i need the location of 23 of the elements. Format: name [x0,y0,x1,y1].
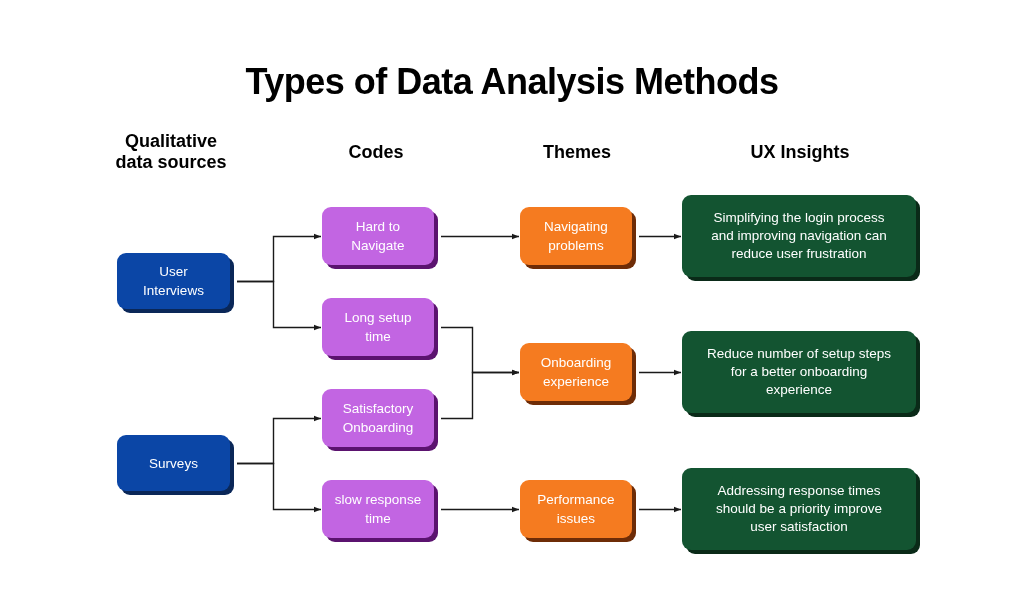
connector-arrow [440,233,520,240]
column-heading: Qualitative data sources [114,131,228,173]
column-heading: Themes [542,142,612,163]
code-label: Long setup time [343,309,413,346]
theme-label: Navigating problems [543,218,609,255]
insight-text: Reduce number of setup steps for a better onboarding experience [706,345,892,399]
title: Types of Data Analysis Methods [244,60,780,104]
column-heading: Codes [347,142,405,163]
theme-label: Onboarding experience [539,354,613,391]
source-label: User Interviews [142,263,205,300]
code-label: slow response time [333,491,423,528]
connector-arrow [638,506,682,513]
connector-arrow [236,280,322,331]
connector-arrow [638,369,682,376]
connector-arrow [236,462,322,513]
theme-label: Performance issues [536,491,616,528]
insight-text: Simplifying the login process and improving navigation can reduce user frustration [710,209,888,263]
source-label: Surveys [148,454,199,473]
connector-arrow [638,233,682,240]
insight-text: Addressing response times should be a priority improve user satisfaction [715,482,883,536]
code-label: Satisfactory Onboarding [341,400,415,437]
column-heading: UX Insights [749,142,851,163]
code-label: Hard to Navigate [350,218,406,255]
